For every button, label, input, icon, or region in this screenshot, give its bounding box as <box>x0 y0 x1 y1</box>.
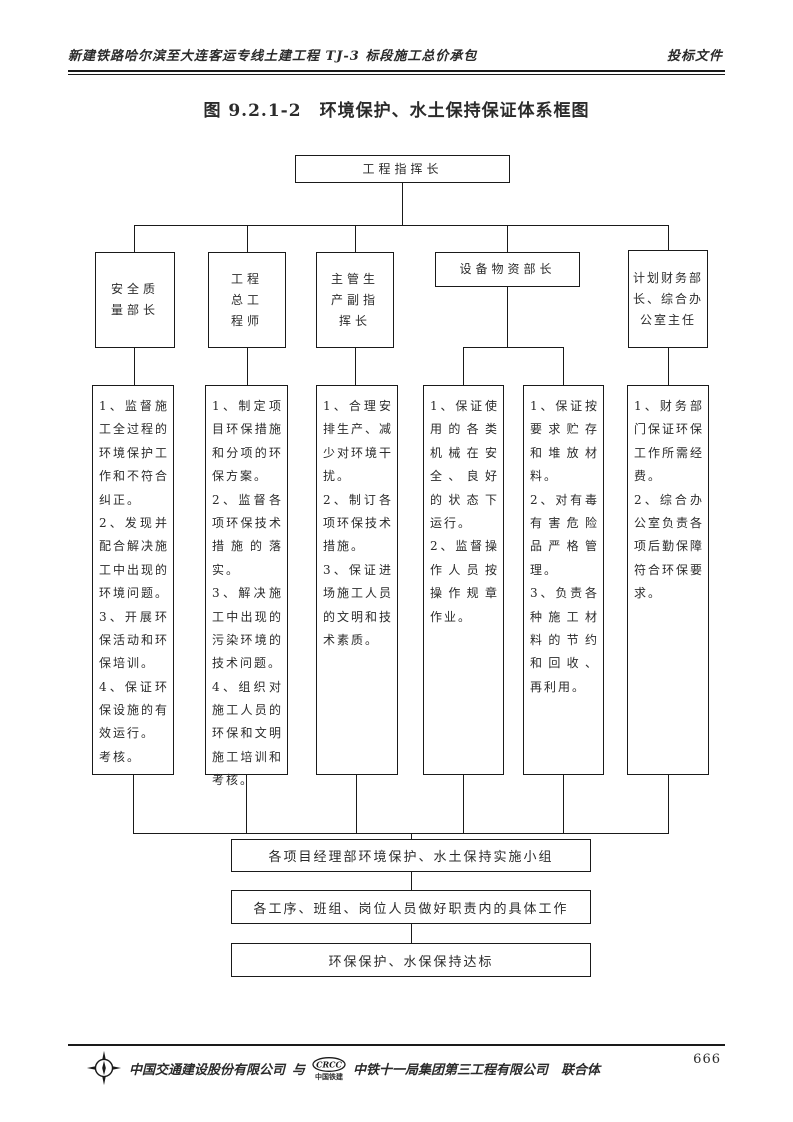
header-rule-thick <box>68 70 725 72</box>
footer-rule <box>68 1044 725 1046</box>
connector <box>133 833 669 834</box>
duty-box-production: 1、合理安排生产、减少对环境干扰。 2、制订各项环保技术措施。 3、保证进场施工… <box>316 385 398 775</box>
org-box-finance-office-chief: 计划财务部长、综合办公室主任 <box>628 250 708 348</box>
connector <box>668 348 669 385</box>
connector <box>355 225 356 252</box>
org-box-production-deputy-commander: 主管生产副指挥长 <box>316 252 394 348</box>
connector <box>668 225 669 250</box>
org-box-label: 安全质量部长 <box>110 282 159 317</box>
duty-box-finance-office: 1、财务部门保证环保工作所需经费。 2、综合办公室负责各项后勤保障符合环保要求。 <box>627 385 709 775</box>
bottom-box-label: 环保保护、水保保持达标 <box>328 954 494 970</box>
connector <box>246 775 247 833</box>
connector <box>463 347 564 348</box>
connector <box>668 775 669 833</box>
duty-box-chief-engineer: 1、制定项目环保措施和分项的环保方案。 2、监督各项环保技术措施的落实。 3、解… <box>205 385 288 787</box>
connector <box>356 775 357 833</box>
connector <box>411 924 412 943</box>
duty-box-materials: 1、保证按要求贮存和堆放材料。 2、对有毒有害危险品严格管理。 3、负责各种施工… <box>523 385 604 775</box>
org-box-root-label: 工程指挥长 <box>362 161 443 176</box>
crcc-oval-logo-icon: CRCC <box>312 1056 346 1072</box>
org-box-safety-quality-chief: 安全质量部长 <box>95 252 175 348</box>
bottom-box-implementation-team: 各项目经理部环境保护、水土保持实施小组 <box>231 839 591 872</box>
footer-suffix: 联合体 <box>561 1062 601 1078</box>
footer-joiner: 与 <box>292 1062 306 1078</box>
connector <box>411 833 412 839</box>
connector <box>563 775 564 833</box>
duty-box-machinery: 1、保证使用的各类机械在安全、良好的状态下运行。 2、监督操作人员按操作规章作业… <box>423 385 504 775</box>
bottom-box-label: 各项目经理部环境保护、水土保持实施小组 <box>268 850 554 865</box>
figure-title: 图 9.2.1-2 环境保护、水土保持保证体系框图 <box>203 101 590 121</box>
svg-text:CRCC: CRCC <box>316 1059 342 1069</box>
bottom-box-crew-duties: 各工序、班组、岗位人员做好职责内的具体工作 <box>231 890 591 924</box>
crcc-logo: CRCC 中国铁建 <box>312 1056 346 1081</box>
connector <box>411 872 412 890</box>
crcc-logo-caption: 中国铁建 <box>315 1071 344 1081</box>
connector <box>507 225 508 252</box>
org-box-label: 工程总工程师 <box>230 271 263 328</box>
connector <box>247 348 248 385</box>
connector <box>134 348 135 385</box>
duty-box-safety-quality: 1、监督施工全过程的环境保护工作和不符合纠正。 2、发现并配合解决施工中出现的环… <box>92 385 174 775</box>
cccc-compass-logo-icon <box>86 1050 122 1086</box>
org-box-label: 设备物资部长 <box>459 262 556 276</box>
connector <box>507 287 508 347</box>
org-box-label: 主管生产副指挥长 <box>330 271 379 328</box>
bottom-box-label: 各工序、班组、岗位人员做好职责内的具体工作 <box>253 901 569 917</box>
header-right-text: 投标文件 <box>666 49 723 64</box>
connector <box>463 775 464 833</box>
header-rule-thin <box>68 74 725 75</box>
connector <box>402 183 403 225</box>
header-left-text: 新建铁路哈尔滨至大连客运专线土建工程 TJ-3 标段施工总价承包 <box>68 49 478 64</box>
connector <box>463 347 464 385</box>
connector <box>355 348 356 385</box>
org-box-equipment-material-chief: 设备物资部长 <box>435 252 580 287</box>
page-number: 666 <box>693 1052 721 1067</box>
connector <box>247 225 248 252</box>
bottom-box-targets-met: 环保保护、水保保持达标 <box>231 943 591 977</box>
connector <box>563 347 564 385</box>
footer: 中国交通建设股份有限公司 与 CRCC 中国铁建 中铁十一局集团第三工程有限公司… <box>86 1050 607 1086</box>
footer-company-a: 中国交通建设股份有限公司 <box>129 1062 286 1078</box>
connector <box>134 225 669 226</box>
connector <box>134 225 135 252</box>
footer-company-b: 中铁十一局集团第三工程有限公司 <box>353 1062 549 1078</box>
connector <box>133 775 134 833</box>
org-box-label: 计划财务部长、综合办公室主任 <box>632 270 703 327</box>
org-box-root: 工程指挥长 <box>295 155 510 183</box>
org-box-chief-engineer: 工程总工程师 <box>208 252 286 348</box>
